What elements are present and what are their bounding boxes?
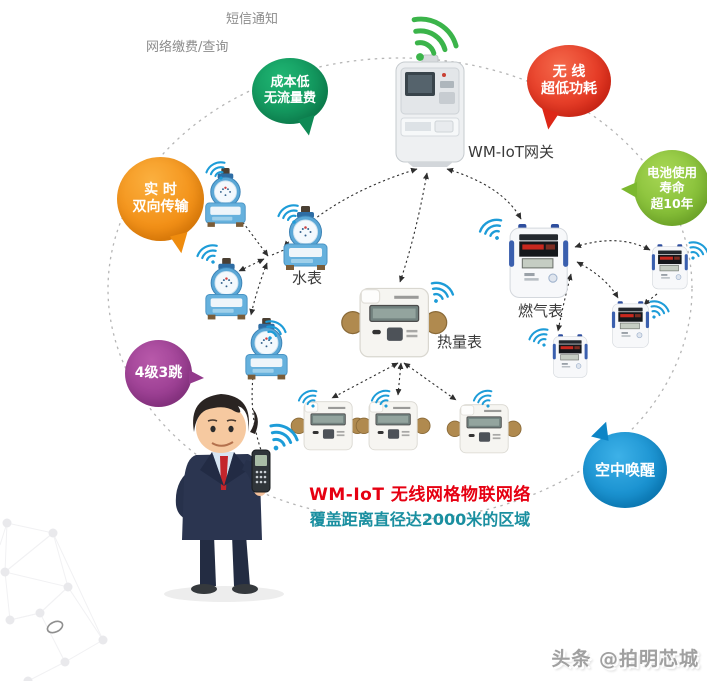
bubble-air-wakeup: 空中唤醒 [583, 419, 667, 508]
bubble-low-cost: 成本低 无流量费 [252, 58, 328, 138]
network-caption: WM-IoT 无线网格物联网络 覆盖距离直径达2000米的区域 [285, 480, 555, 530]
label-gas-meter: 燃气表 [518, 302, 564, 320]
bubble-text: 无 线 [552, 63, 586, 80]
bubble-text: 超低功耗 [541, 81, 597, 97]
mesh-links [235, 167, 658, 451]
wifi-icon [526, 325, 555, 353]
gas-meter [508, 223, 569, 298]
bubble-text: 寿命 [659, 180, 685, 196]
engineer-figure [164, 394, 302, 602]
wifi-icon [423, 278, 457, 310]
bubble-text: 超10年 [650, 195, 694, 211]
bubble-text: 4级3跳 [134, 364, 183, 381]
wifi-icon [476, 215, 510, 247]
bubble-text: 双向传输 [132, 199, 189, 215]
heat-meter [290, 401, 366, 451]
gas-meter [552, 333, 588, 378]
water-meter [205, 167, 246, 228]
label-heat-meter: 热量表 [437, 333, 483, 351]
bubble-4level-3hop: 4级3跳 [125, 340, 204, 407]
bubble-text: 电池使用 [646, 165, 697, 181]
gateway-device [395, 54, 465, 168]
water-meter [205, 257, 248, 320]
mesh-nodes [0, 518, 108, 681]
mesh-decoration [0, 522, 104, 681]
heat-meter [446, 404, 522, 454]
bubble-tail [189, 370, 204, 385]
bubble-realtime-bidirectional: 实 时 双向传输 [117, 157, 204, 255]
caption-line1: WM-IoT 无线网格物联网络 [309, 485, 531, 505]
handheld-terminal [251, 449, 271, 493]
bubble-text: 空中唤醒 [594, 460, 655, 479]
bubble-wireless-lowpower: 无 线 超低功耗 [527, 45, 611, 132]
label-network-pay: 网络缴费/查询 [146, 40, 229, 55]
bubble-text: 实 时 [144, 181, 177, 198]
coverage-ellipse [107, 57, 693, 521]
bubble-text: 成本低 [270, 75, 310, 91]
label-water-meter: 水表 [292, 269, 323, 287]
caption-line2: 覆盖距离直径达2000米的区域 [309, 510, 531, 529]
bubble-text: 无流量费 [263, 91, 316, 106]
gas-meter [651, 243, 689, 290]
heat-meter [355, 401, 431, 451]
gas-meter [611, 300, 650, 348]
watermark: 头条 @拍明芯城 [551, 648, 699, 670]
label-gateway: WM-IoT网关 [468, 143, 554, 161]
label-sms-notify: 短信通知 [226, 12, 279, 27]
bubble-tail [621, 181, 637, 198]
bubble-battery-life: 电池使用 寿命 超10年 [621, 150, 707, 226]
heat-meter [341, 287, 448, 358]
mesh-o-sketch [46, 620, 64, 634]
